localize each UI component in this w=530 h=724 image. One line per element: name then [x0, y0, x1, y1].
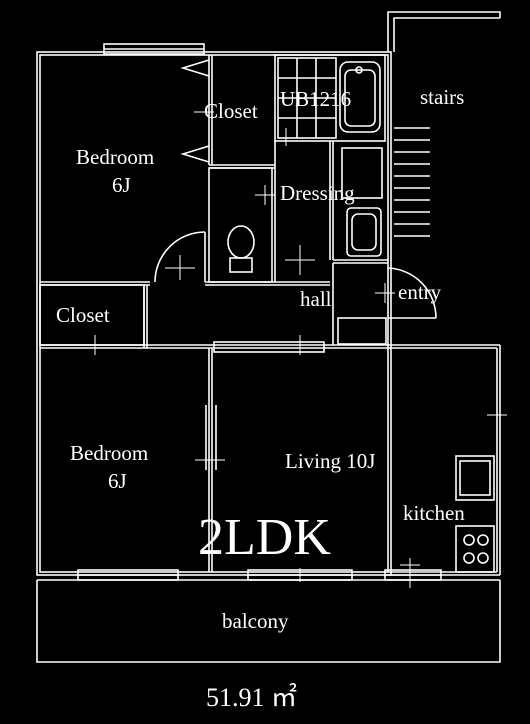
switch-marks: [85, 111, 507, 588]
floor-area-label: 51.91 ㎡: [206, 683, 297, 712]
floor-plan-walls: [36, 11, 501, 663]
bedroom-top-name: Bedroom: [76, 145, 154, 169]
bath-label: UB1216: [280, 87, 351, 111]
closet-left-label: Closet: [56, 303, 110, 327]
bedroom-bottom-name: Bedroom: [70, 441, 148, 465]
stairs-treads: [394, 127, 430, 237]
bedroom-bottom-size: 6J: [108, 469, 127, 493]
living-label: Living 10J: [285, 449, 375, 473]
kitchen-label: kitchen: [403, 501, 465, 525]
stairs-label: stairs: [420, 85, 464, 109]
dressing-label: Dressing: [280, 181, 355, 205]
bedroom-top-size: 6J: [112, 173, 131, 197]
entry-label: entry: [398, 280, 442, 304]
balcony-label: balcony: [222, 609, 289, 633]
closet-top-label: Closet: [204, 99, 258, 123]
plan-type-label: 2LDK: [198, 509, 331, 566]
hall-label: hall: [300, 287, 332, 311]
